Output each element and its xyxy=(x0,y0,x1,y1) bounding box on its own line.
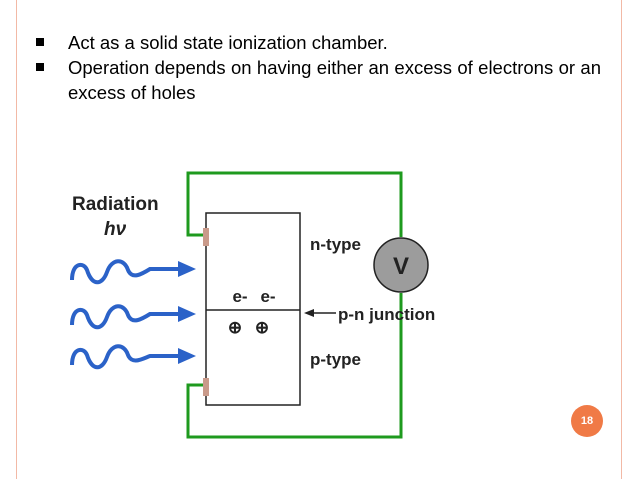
page-number-badge: 18 xyxy=(571,405,603,437)
top-contact xyxy=(203,228,209,246)
radiation-wave-3 xyxy=(70,344,196,370)
radiation-wave-2 xyxy=(70,304,196,330)
electron-label: e- xyxy=(232,287,247,306)
radiation-wave-1 xyxy=(70,259,196,285)
voltmeter-label: V xyxy=(393,253,409,280)
circuit-wire xyxy=(186,171,403,439)
junction-arrow xyxy=(304,309,336,317)
slide-border-left xyxy=(16,0,17,479)
p-type-label: p-type xyxy=(310,350,361,369)
bullet-list: Act as a solid state ionization chamber.… xyxy=(36,30,601,105)
voltmeter-icon xyxy=(373,237,429,293)
slide-border-right xyxy=(621,0,622,479)
bullet-item: Act as a solid state ionization chamber. xyxy=(36,30,601,55)
bullet-text: Act as a solid state ionization chamber. xyxy=(68,32,388,53)
radiation-label: Radiation xyxy=(72,194,159,215)
hole-label: ⊕ xyxy=(228,318,242,337)
bullet-item: Operation depends on having either an ex… xyxy=(36,55,601,105)
bullet-icon xyxy=(36,38,44,46)
bullet-icon xyxy=(36,63,44,71)
bottom-contact xyxy=(203,378,209,396)
n-type-label: n-type xyxy=(310,235,361,254)
photon-label: hν xyxy=(104,219,127,240)
detector-block xyxy=(205,212,301,406)
electron-label: e- xyxy=(260,287,275,306)
bullet-text: Operation depends on having either an ex… xyxy=(68,57,601,103)
hole-label: ⊕ xyxy=(255,318,269,337)
junction-label: p-n junction xyxy=(338,305,435,324)
